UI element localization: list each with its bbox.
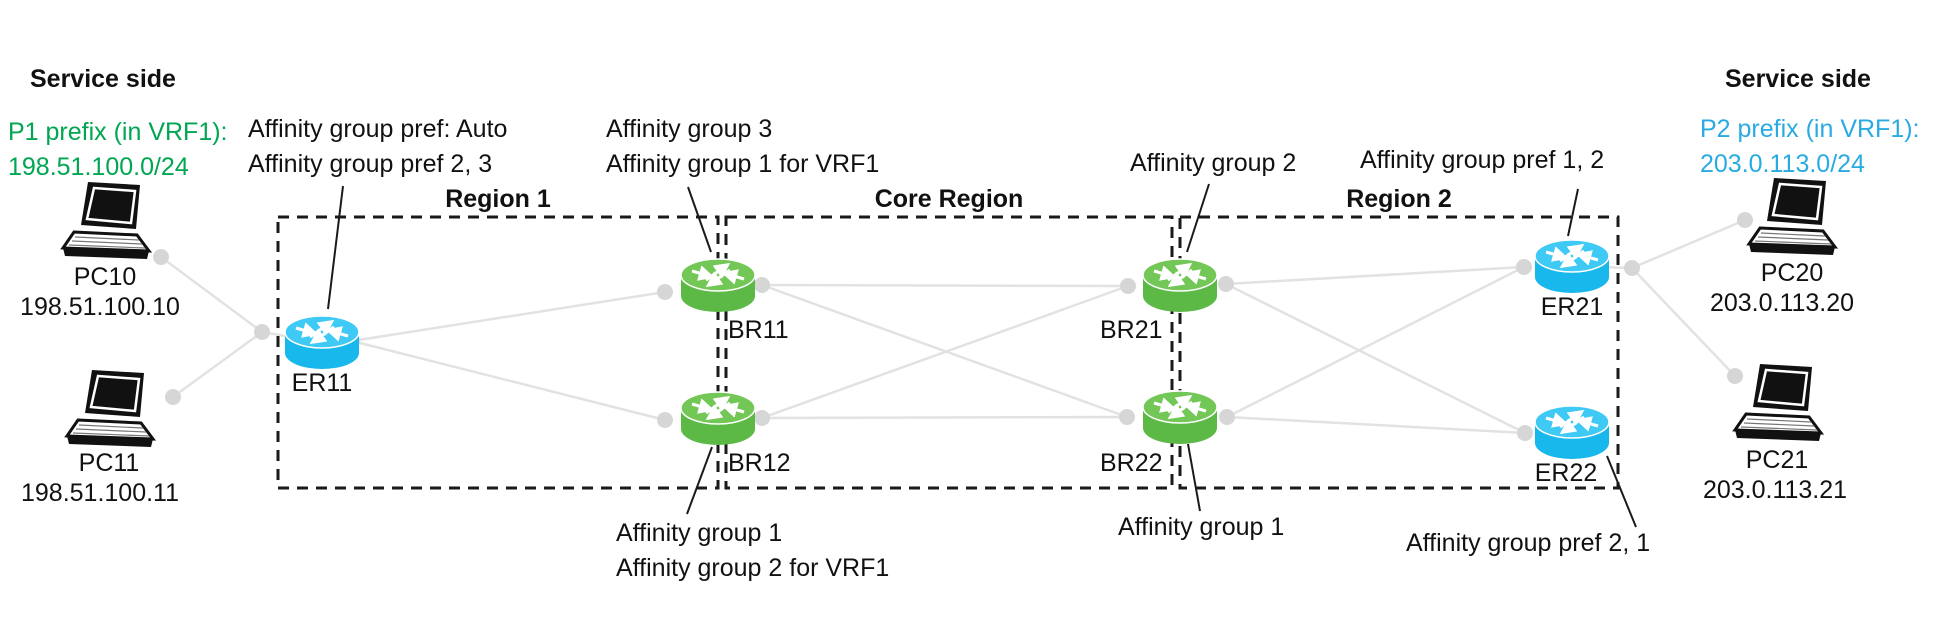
router-icon — [680, 390, 756, 446]
annotation-br12-line2: Affinity group 2 for VRF1 — [616, 554, 890, 582]
router-er22-label: ER22 — [1534, 459, 1598, 487]
router-br22-label: BR22 — [1100, 449, 1163, 477]
router-er21 — [1534, 238, 1610, 294]
annotation-er21: Affinity group pref 1, 2 — [1360, 146, 1605, 174]
router-er11-label: ER11 — [291, 369, 353, 397]
annotation-br12-line1: Affinity group 1 — [616, 519, 783, 547]
service-side-right-header: Service side — [1725, 65, 1871, 93]
annotation-br11-line2: Affinity group 1 for VRF1 — [606, 150, 880, 178]
pc21-node — [1730, 364, 1826, 444]
link-dots — [153, 212, 1753, 441]
annotation-leader-lines — [327, 183, 1637, 528]
router-br11-label: BR11 — [728, 316, 789, 344]
p1-prefix-label: P1 prefix (in VRF1): 198.51.100.0/24 — [8, 115, 228, 185]
laptop-icon — [1733, 364, 1823, 443]
p2-prefix-value: 203.0.113.0/24 — [1700, 150, 1865, 178]
p1-prefix-value: 198.51.100.0/24 — [8, 153, 189, 181]
router-br12-label: BR12 — [728, 449, 791, 477]
region-2-box — [1178, 215, 1620, 490]
pc11-label: PC11 — [78, 449, 140, 477]
annotation-br21: Affinity group 2 — [1130, 149, 1297, 177]
pc21-label: PC21 — [1745, 446, 1809, 474]
pc20-node — [1744, 178, 1840, 258]
pc11-ip: 198.51.100.11 — [20, 479, 180, 507]
service-side-left-header: Service side — [30, 65, 176, 93]
router-br12 — [680, 390, 756, 446]
router-br11 — [680, 257, 756, 313]
annotation-br22: Affinity group 1 — [1118, 513, 1285, 541]
pc20-ip: 203.0.113.20 — [1709, 289, 1855, 317]
router-icon — [680, 257, 756, 313]
region-1-title: Region 1 — [445, 185, 551, 213]
annotation-er11-line1: Affinity group pref: Auto — [248, 115, 508, 143]
p2-prefix-title: P2 prefix (in VRF1): — [1700, 115, 1920, 143]
annotation-br11: Affinity group 3 Affinity group 1 for VR… — [606, 112, 879, 182]
pc21-ip: 203.0.113.21 — [1702, 476, 1848, 504]
annotation-br12: Affinity group 1 Affinity group 2 for VR… — [616, 516, 889, 586]
laptop-icon — [1747, 178, 1837, 257]
router-br21-label: BR21 — [1100, 316, 1163, 344]
router-icon — [1534, 404, 1610, 460]
router-er22 — [1534, 404, 1610, 460]
region-1-box — [276, 215, 720, 490]
pc20-label: PC20 — [1760, 259, 1824, 287]
laptop-icon — [65, 370, 155, 449]
annotation-er22: Affinity group pref 2, 1 — [1406, 529, 1651, 557]
annotation-er11: Affinity group pref: Auto Affinity group… — [248, 112, 507, 182]
annotation-br11-line1: Affinity group 3 — [606, 115, 773, 143]
router-icon — [284, 314, 360, 370]
router-icon — [1534, 238, 1610, 294]
pc10-node — [58, 182, 154, 262]
pc10-label: PC10 — [73, 263, 137, 291]
router-er11 — [284, 314, 360, 370]
router-icon — [1142, 389, 1218, 445]
core-region-box — [724, 215, 1174, 490]
router-br21 — [1142, 257, 1218, 313]
region-2-title: Region 2 — [1346, 185, 1452, 213]
pc11-node — [62, 370, 158, 450]
router-icon — [1142, 257, 1218, 313]
pc10-ip: 198.51.100.10 — [20, 293, 180, 321]
laptop-icon — [61, 182, 151, 261]
core-region-title: Core Region — [874, 185, 1024, 213]
p1-prefix-title: P1 prefix (in VRF1): — [8, 118, 228, 146]
annotation-er11-line2: Affinity group pref 2, 3 — [248, 150, 493, 178]
router-er21-label: ER21 — [1540, 293, 1604, 321]
router-br22 — [1142, 389, 1218, 445]
link-lines — [160, 218, 1746, 435]
p2-prefix-label: P2 prefix (in VRF1): 203.0.113.0/24 — [1700, 112, 1920, 182]
